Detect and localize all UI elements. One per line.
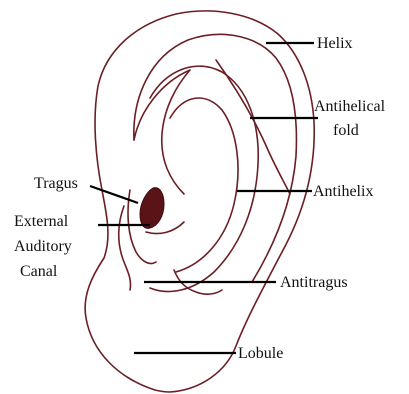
ear-drawing — [85, 11, 314, 392]
labels: Helix Antihelical fold Antihelix Tragus … — [14, 35, 386, 362]
antihelical-fold-label-line1: Antihelical — [314, 98, 386, 115]
external-auditory-canal-label-line2: Auditory — [14, 238, 72, 255]
antihelix-inner-outline — [170, 98, 238, 272]
helix-outer-outline — [85, 11, 314, 392]
tragus-label: Tragus — [34, 175, 78, 192]
external-auditory-canal-label-line1: External — [14, 213, 69, 230]
external-auditory-canal-shape — [140, 188, 164, 229]
lobule-label: Lobule — [238, 345, 283, 362]
helix-label: Helix — [317, 35, 353, 52]
antitragus-label: Antitragus — [280, 274, 348, 291]
antihelix-label: Antihelix — [313, 183, 373, 200]
tragus-leader-line — [90, 186, 138, 203]
external-auditory-canal-label-line3: Canal — [20, 263, 58, 280]
leader-lines — [90, 43, 318, 353]
antihelical-fold-label-line2: fold — [333, 122, 359, 139]
antihelical-fold-line — [216, 60, 290, 194]
